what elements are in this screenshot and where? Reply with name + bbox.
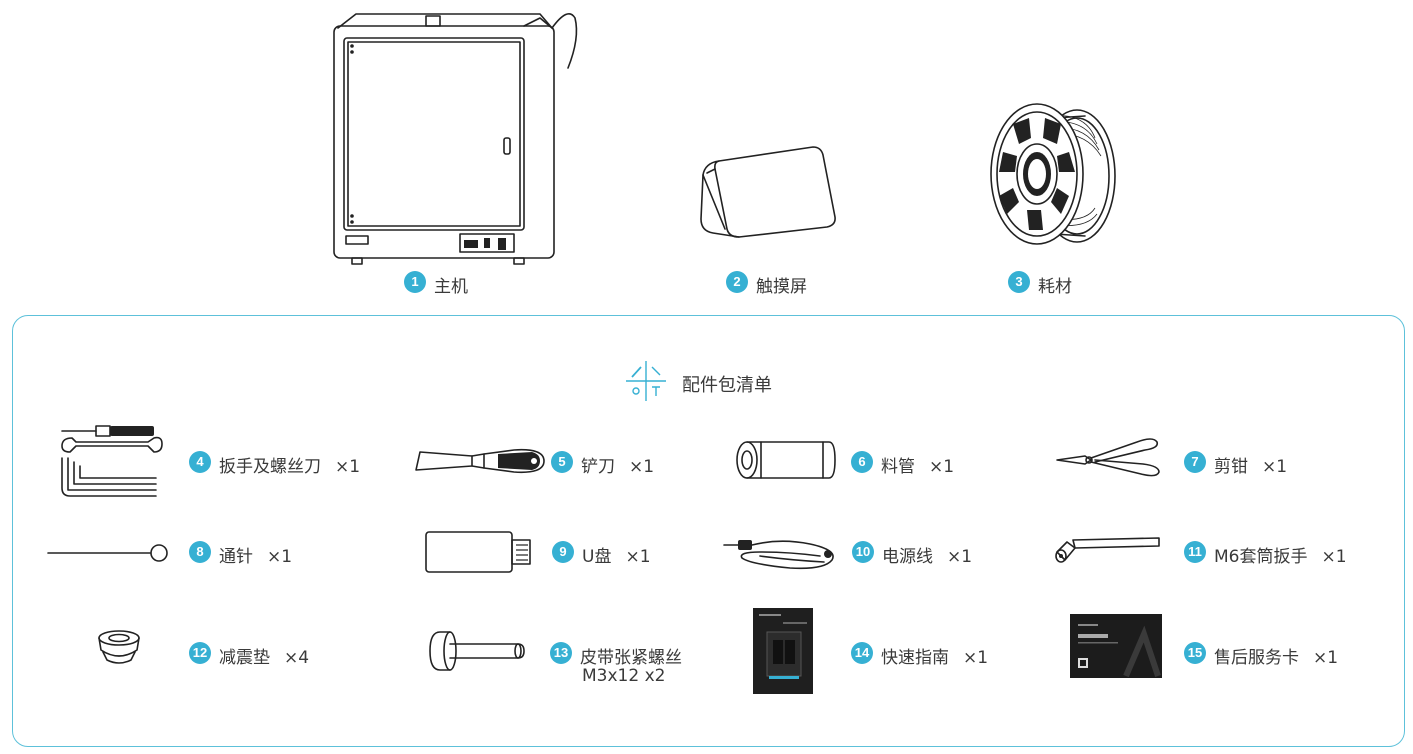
filament-tube-icon	[736, 441, 836, 479]
wrench-screwdriver-icon	[61, 425, 163, 497]
item-label: 皮带张紧螺丝	[580, 648, 682, 668]
item-number-badge: 11	[1184, 541, 1206, 563]
pliers-icon	[1056, 438, 1160, 477]
touchscreen-icon	[700, 146, 836, 238]
item-label: 售后服务卡×1	[1214, 648, 1339, 668]
quick-guide-icon	[753, 608, 813, 694]
item-number-badge: 1	[404, 271, 426, 293]
item-label: 料管×1	[881, 457, 955, 477]
item-label: 通针×1	[219, 547, 293, 567]
usb-drive-icon	[425, 531, 531, 573]
service-card-icon	[1070, 614, 1162, 678]
item-label: 触摸屏	[756, 277, 807, 297]
printer-icon	[333, 12, 578, 265]
accessory-kit-panel	[12, 315, 1405, 747]
item-number-badge: 2	[726, 271, 748, 293]
item-number-badge: 14	[851, 642, 873, 664]
item-label: 铲刀×1	[581, 457, 655, 477]
item-number-badge: 13	[550, 642, 572, 664]
item-number-badge: 12	[189, 642, 211, 664]
item-number-badge: 3	[1008, 271, 1030, 293]
item-label-secondary: M3x12 x2	[582, 666, 666, 686]
item-label: 主机	[434, 277, 468, 297]
scraper-icon	[415, 448, 545, 474]
item-number-badge: 10	[852, 541, 874, 563]
item-number-badge: 7	[1184, 451, 1206, 473]
item-label: M6套筒扳手×1	[1214, 547, 1347, 567]
item-number-badge: 8	[189, 541, 211, 563]
item-label: 电源线×1	[882, 547, 973, 567]
socket-wrench-icon	[1055, 537, 1160, 563]
damping-pad-icon	[98, 630, 140, 664]
power-cable-icon	[723, 540, 834, 570]
item-label: 减震垫×4	[219, 648, 310, 668]
item-number-badge: 5	[551, 451, 573, 473]
item-label: 剪钳×1	[1214, 457, 1288, 477]
item-number-badge: 4	[189, 451, 211, 473]
item-number-badge: 6	[851, 451, 873, 473]
belt-tension-screw-icon	[429, 631, 525, 671]
item-label: U盘×1	[582, 547, 651, 567]
panel-title: 配件包清单	[682, 375, 772, 396]
tools-icon	[626, 361, 666, 401]
item-number-badge: 9	[552, 541, 574, 563]
item-label: 快速指南×1	[881, 648, 989, 668]
filament-spool-icon	[990, 103, 1116, 245]
item-label: 扳手及螺丝刀×1	[219, 457, 361, 477]
item-label: 耗材	[1038, 277, 1072, 297]
item-number-badge: 15	[1184, 642, 1206, 664]
needle-icon	[47, 544, 168, 562]
